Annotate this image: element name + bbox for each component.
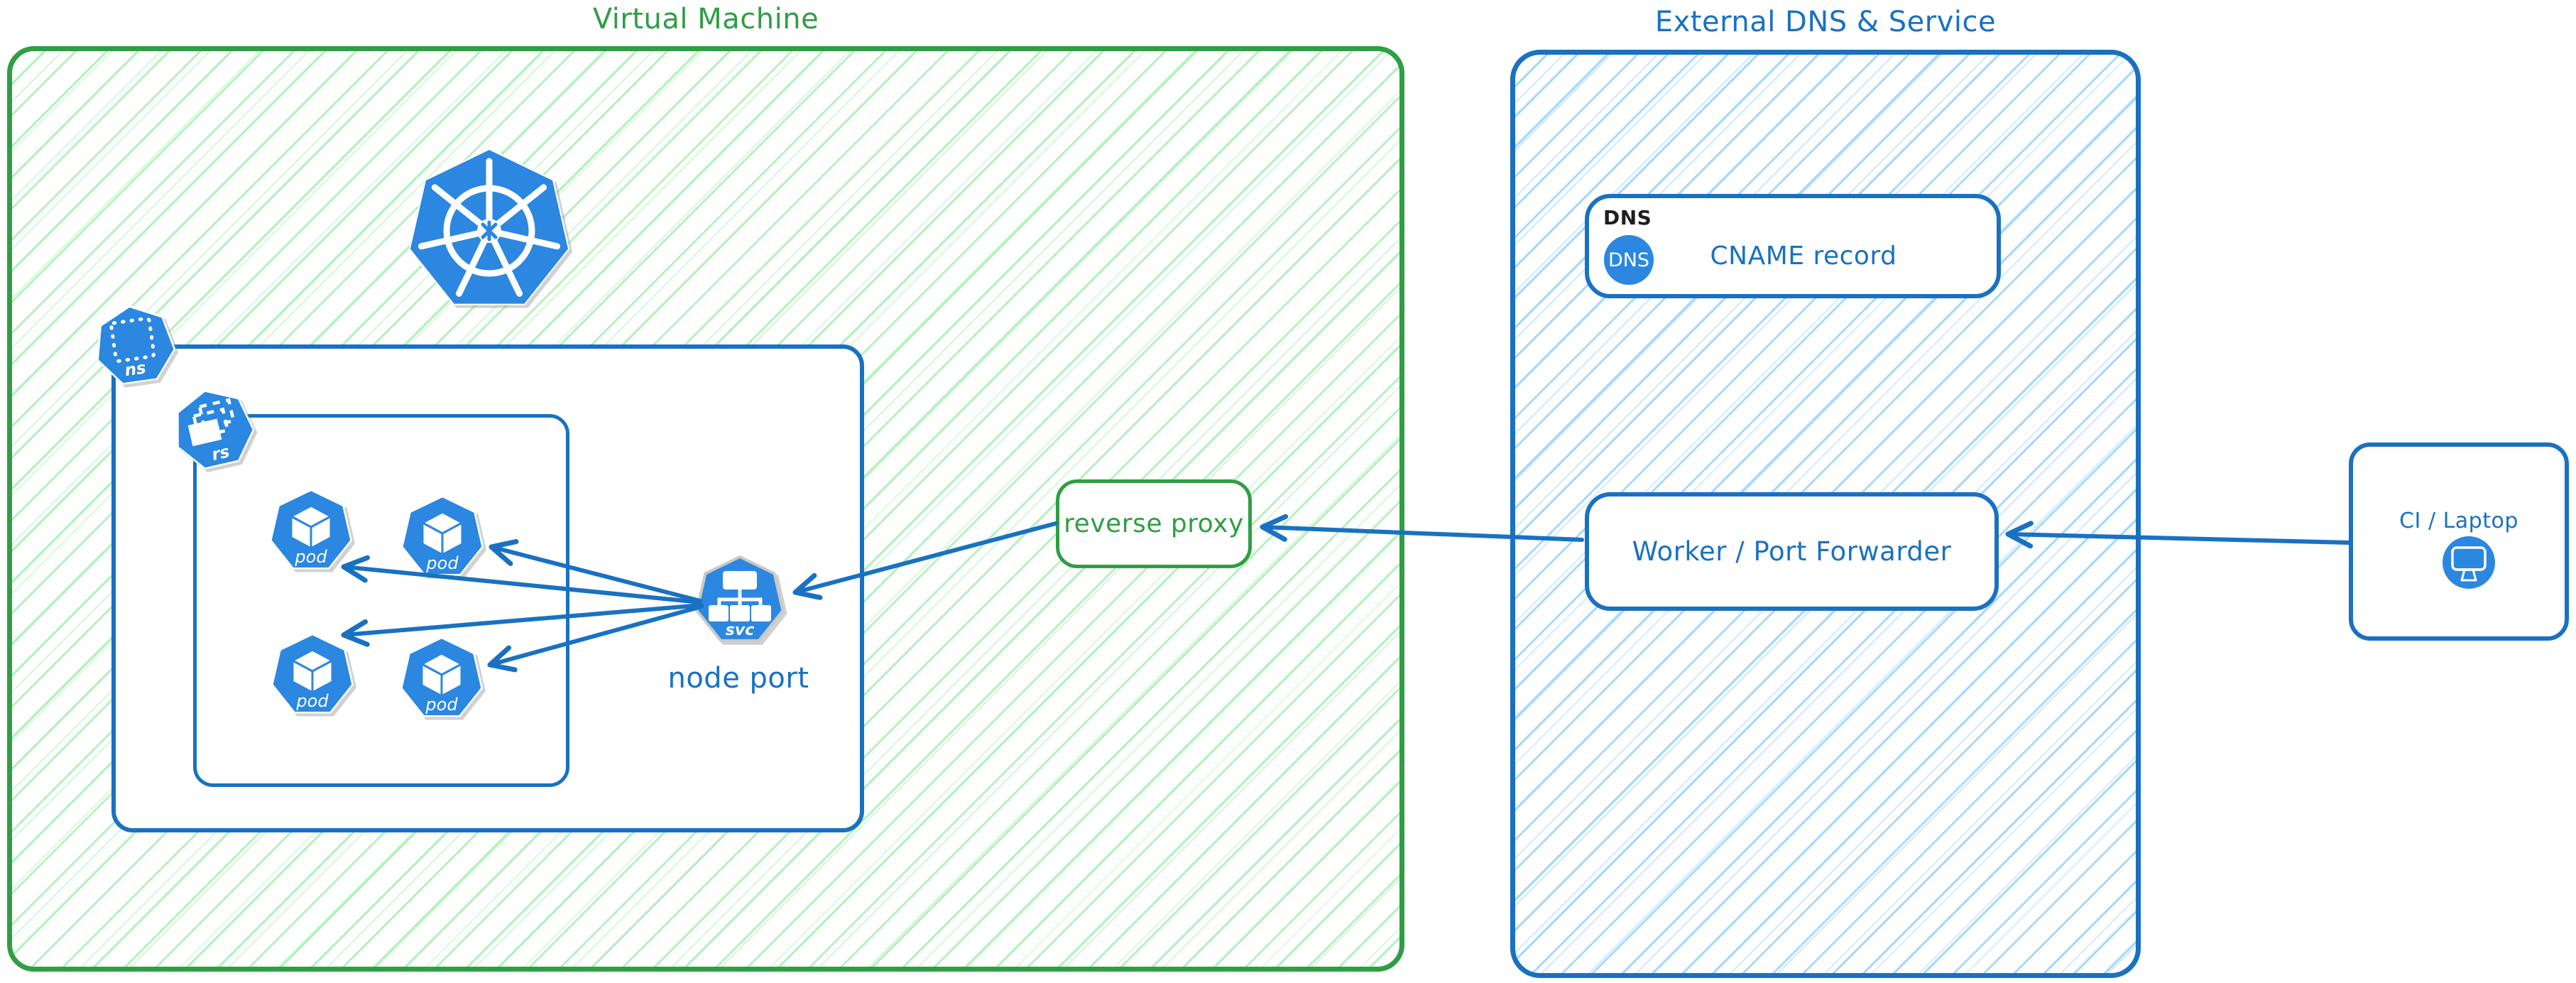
dns-corner-tag: DNS xyxy=(1603,206,1652,229)
kubernetes-logo-icon xyxy=(408,148,570,305)
dns-badge-label: DNS xyxy=(1608,249,1649,271)
cname-record-label: CNAME record xyxy=(1710,241,1897,271)
dns-record-box xyxy=(1585,194,2001,298)
monitor-icon xyxy=(2443,536,2495,589)
pod-icon: pod xyxy=(401,495,484,576)
reverse-proxy-box: reverse proxy xyxy=(1056,479,1252,568)
replicaset-icon: rs xyxy=(177,390,255,470)
ci-laptop-label: CI / Laptop xyxy=(2399,508,2518,533)
reverse-proxy-label: reverse proxy xyxy=(1064,509,1244,538)
pod-label: pod xyxy=(295,691,329,711)
worker-port-forwarder-box: Worker / Port Forwarder xyxy=(1585,492,1999,611)
pod-label: pod xyxy=(425,695,458,715)
node-port-label: node port xyxy=(667,662,809,695)
namespace-icon: ns xyxy=(97,305,176,385)
service-icon: svc xyxy=(695,555,785,642)
external-region-title: External DNS & Service xyxy=(1654,6,1997,38)
worker-port-forwarder-label: Worker / Port Forwarder xyxy=(1632,536,1952,567)
namespace-label: ns xyxy=(124,359,147,380)
pod-label: pod xyxy=(425,553,459,573)
pod-icon: pod xyxy=(270,489,352,570)
dns-badge-icon: DNS xyxy=(1604,235,1654,285)
replicaset-label: rs xyxy=(210,442,231,465)
pod-icon: pod xyxy=(271,633,354,714)
pod-label: pod xyxy=(294,547,327,567)
service-label: svc xyxy=(726,621,754,639)
pod-icon: pod xyxy=(400,636,483,717)
vm-region-title: Virtual Machine xyxy=(592,3,819,36)
